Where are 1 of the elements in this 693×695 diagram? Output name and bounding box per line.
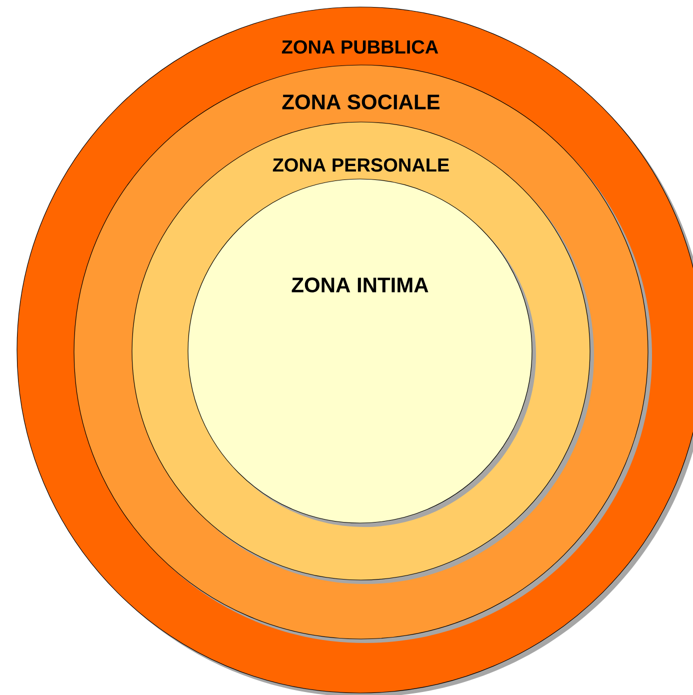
zone-label: ZONA PUBBLICA <box>282 40 438 54</box>
